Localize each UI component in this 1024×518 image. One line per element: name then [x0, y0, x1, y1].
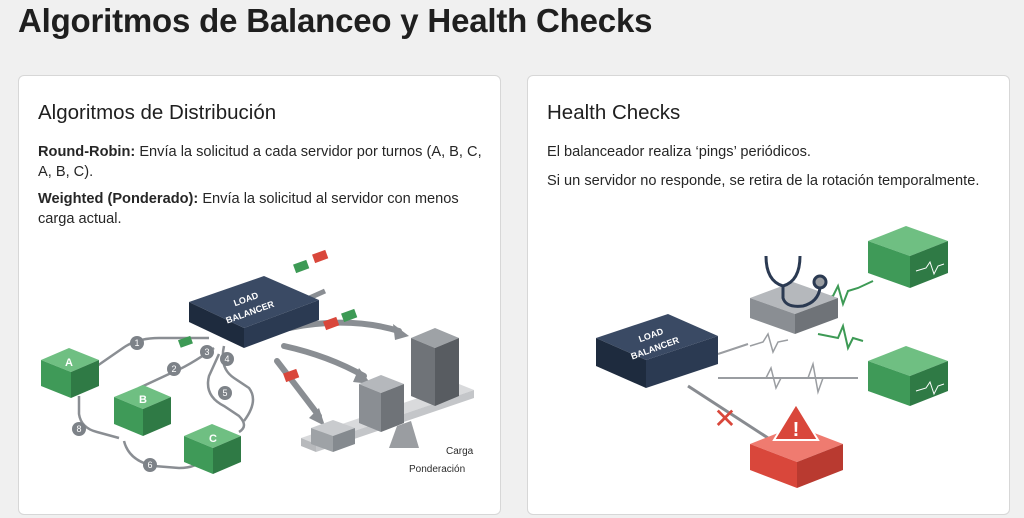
weighted-text: Envía la solicitud al servidor con menos…	[38, 191, 459, 227]
health-checks-card: Health Checks El balanceador realiza ‘pi…	[527, 75, 1010, 515]
arrow-head	[393, 324, 409, 340]
failed-server	[750, 426, 843, 488]
packet-green	[341, 308, 358, 323]
gray-server-tall	[411, 328, 459, 406]
gray-server-medium	[359, 375, 404, 432]
step-4: 4	[224, 354, 229, 364]
weighted-description: Weighted (Ponderado): Envía la solicitud…	[38, 189, 488, 229]
round-robin-text: Envía la solicitud a cada servidor por t…	[38, 144, 482, 180]
packet-green	[293, 259, 310, 274]
step-5: 5	[222, 388, 227, 398]
packet-red	[323, 316, 340, 331]
server-a-label: A	[65, 357, 73, 369]
packet-red	[312, 249, 329, 264]
page-title: Algoritmos de Balanceo y Health Checks	[18, 2, 653, 39]
step-numbers: 1 2 3 4 5 6 8	[72, 336, 234, 472]
distribution-algorithms-card: Algoritmos de Distribución Round-Robin: …	[18, 75, 501, 515]
packet-green	[177, 335, 193, 348]
distribution-diagram: LOAD BALANCER 1 2 3 4 5 6 8	[41, 249, 474, 475]
server-b-label: B	[139, 394, 147, 406]
arrow-head	[309, 408, 325, 426]
fail-x-icon: ✕	[713, 402, 736, 435]
health-check-line1: El balanceador realiza ‘pings’ periódico…	[547, 144, 811, 160]
step-2: 2	[171, 364, 176, 374]
step-8: 8	[76, 424, 81, 434]
load-balancer: LOAD BALANCER	[189, 276, 319, 348]
round-robin-term: Round-Robin:	[38, 144, 136, 160]
scale-label-ponderacion: Ponderación	[409, 464, 465, 475]
server-a: A	[41, 348, 99, 398]
packets	[177, 249, 358, 383]
server-b: B	[114, 385, 171, 436]
health-check-diagram: LOAD BALANCER	[596, 226, 948, 488]
alert-icon: !	[772, 402, 820, 441]
alert-symbol: !	[793, 419, 800, 441]
stethoscope-icon	[764, 255, 828, 308]
load-balancer: LOAD BALANCER	[596, 314, 718, 388]
scale-label-carga: Carga	[446, 446, 474, 457]
step-1: 1	[134, 338, 139, 348]
round-robin-description: Round-Robin: Envía la solicitud a cada s…	[38, 142, 488, 182]
weighted-term: Weighted (Ponderado):	[38, 191, 199, 207]
healthy-server-2	[868, 346, 948, 406]
step-6: 6	[147, 460, 152, 470]
card-title: Algoritmos de Distribución	[38, 101, 277, 124]
heartbeat-lines	[817, 280, 874, 351]
health-check-line2: Si un servidor no responde, se retira de…	[547, 173, 980, 189]
healthy-server-1	[868, 226, 948, 288]
checked-server	[750, 282, 838, 334]
pulse-lines-gray	[748, 332, 858, 395]
server-c-label: C	[209, 433, 217, 445]
step-3: 3	[204, 347, 209, 357]
arrow-head	[353, 368, 371, 384]
card-title: Health Checks	[547, 101, 681, 124]
gray-server-small	[311, 420, 355, 452]
server-c: C	[184, 424, 241, 474]
packet-red	[283, 368, 300, 383]
